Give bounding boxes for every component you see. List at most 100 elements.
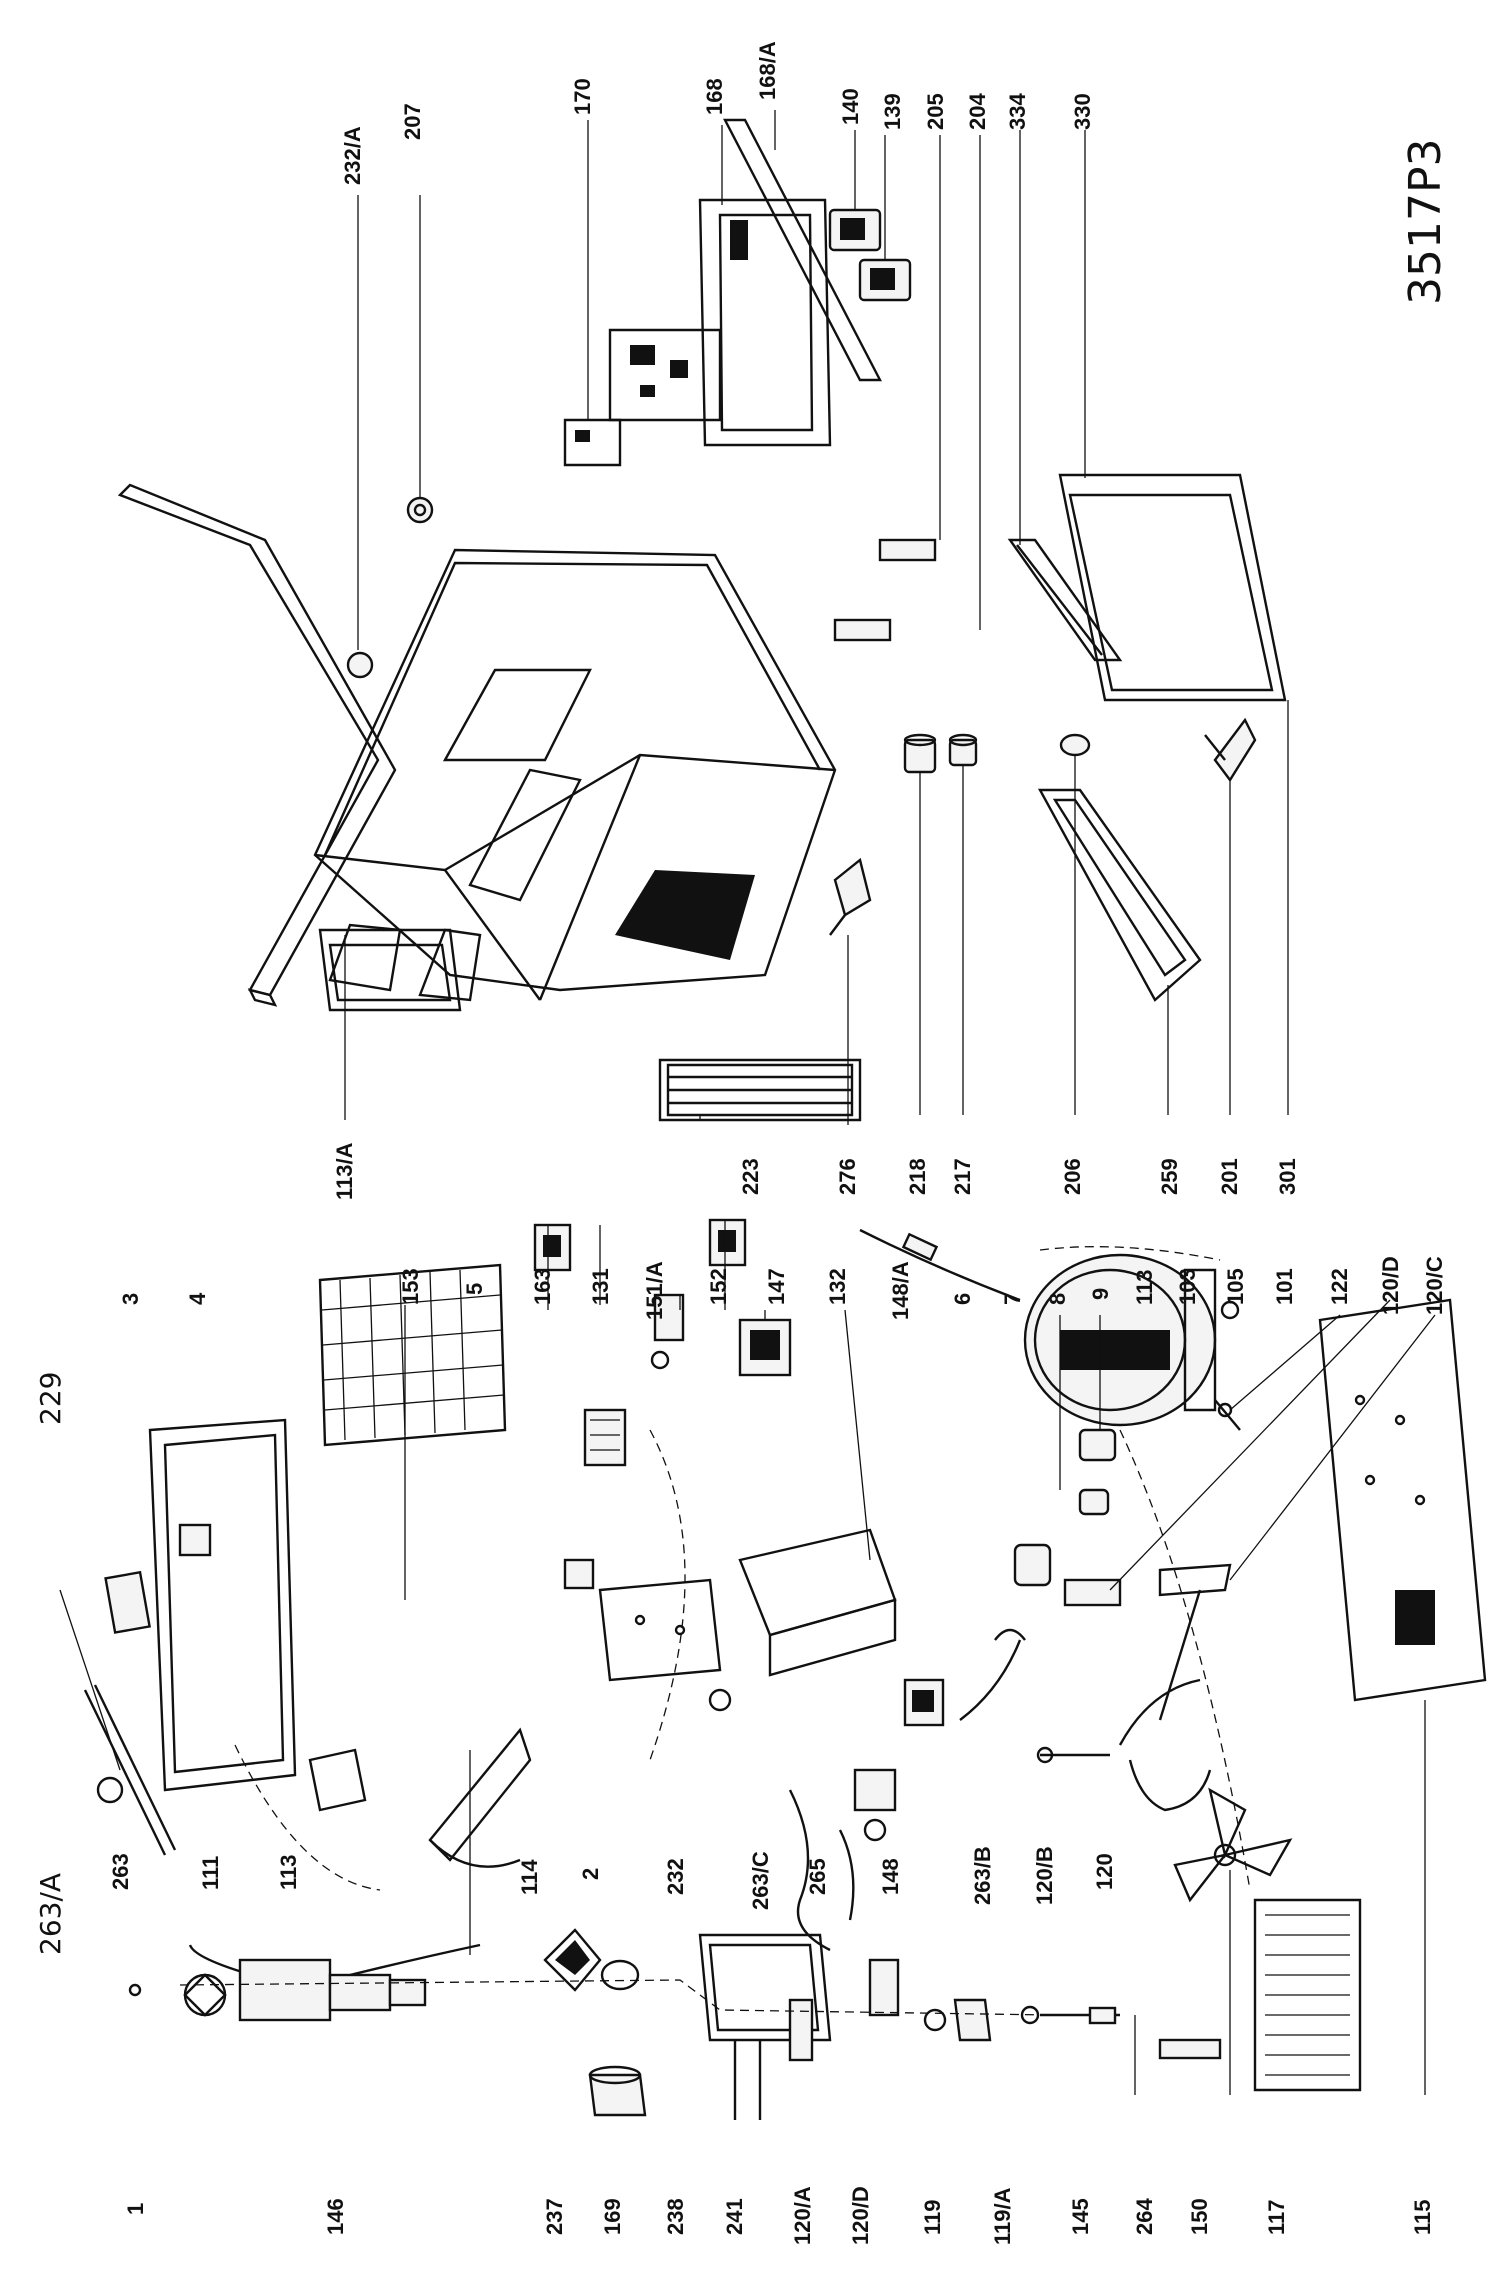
plug-206 bbox=[1059, 733, 1091, 757]
label-263A: 263/A bbox=[34, 1873, 67, 1955]
label-120D-b: 120/D bbox=[1378, 1256, 1403, 1315]
cabinet-group bbox=[117, 483, 837, 1012]
label-103: 103 bbox=[1175, 1268, 1200, 1305]
label-169: 169 bbox=[600, 2198, 625, 2235]
drawing-code: 3517P3 bbox=[1400, 138, 1451, 305]
hose-263B bbox=[959, 1639, 1022, 1721]
assembly-line-5 bbox=[1039, 1246, 1221, 1261]
protector-105 bbox=[1078, 1488, 1110, 1516]
clip-8 bbox=[1013, 1543, 1052, 1587]
assembly-line-4 bbox=[1119, 1429, 1251, 1891]
assembly-line-1 bbox=[179, 1979, 1051, 2016]
base-plate-115 bbox=[1318, 1298, 1487, 1702]
label-105: 105 bbox=[1223, 1268, 1248, 1305]
label-132: 132 bbox=[825, 1268, 850, 1305]
front-door-113A bbox=[318, 928, 462, 1012]
label-7: 7 bbox=[1000, 1293, 1025, 1305]
label-120D-a: 120/D bbox=[848, 2186, 873, 2245]
part-204 bbox=[833, 618, 892, 642]
label-101: 101 bbox=[1272, 1268, 1297, 1305]
label-3: 3 bbox=[118, 1293, 143, 1305]
label-119: 119 bbox=[920, 2200, 945, 2236]
label-264: 264 bbox=[1132, 2198, 1157, 2235]
label-237: 237 bbox=[542, 2198, 567, 2235]
valve-119 bbox=[923, 1998, 992, 2042]
hinge-201 bbox=[1204, 717, 1257, 783]
louvre-grille-223 bbox=[658, 1058, 862, 1122]
part-2 bbox=[563, 1558, 595, 1590]
valve-122 bbox=[1214, 1399, 1241, 1431]
pump-assembly bbox=[128, 1958, 427, 2022]
label-147: 147 bbox=[764, 1268, 789, 1305]
label-201: 201 bbox=[1217, 1158, 1242, 1195]
label-232A: 232/A bbox=[340, 126, 365, 185]
label-168A: 168/A bbox=[755, 41, 780, 100]
label-334: 334 bbox=[1005, 93, 1030, 130]
clip-151A bbox=[650, 1350, 670, 1370]
relay-103 bbox=[1078, 1428, 1117, 1462]
sensor-264 bbox=[1158, 2038, 1222, 2060]
eye-bolt bbox=[708, 1688, 732, 1712]
foot-217 bbox=[948, 733, 978, 767]
label-131: 131 bbox=[588, 1268, 613, 1305]
leader-lines bbox=[59, 110, 1436, 2120]
condenser-117 bbox=[1253, 1898, 1362, 2092]
label-232: 232 bbox=[663, 1858, 688, 1895]
label-117: 117 bbox=[1264, 2200, 1289, 2236]
label-330: 330 bbox=[1070, 93, 1095, 130]
label-170: 170 bbox=[570, 78, 595, 115]
label-301: 301 bbox=[1275, 1158, 1300, 1195]
label-120A: 120/A bbox=[790, 2186, 815, 2245]
label-163: 163 bbox=[530, 1268, 555, 1305]
label-206: 206 bbox=[1060, 1158, 1085, 1195]
label-115: 115 bbox=[1410, 2200, 1435, 2236]
label-168: 168 bbox=[702, 78, 727, 115]
fan-150 bbox=[1173, 1787, 1293, 1903]
valve-148A bbox=[903, 1678, 945, 1727]
control-box-6 bbox=[738, 1528, 897, 1677]
tube-263 bbox=[83, 1684, 177, 1856]
bracket-113 bbox=[308, 1748, 367, 1812]
label-148A: 148/A bbox=[888, 1261, 913, 1320]
label-113A: 113/A bbox=[332, 1142, 357, 1200]
top-lid-panel bbox=[117, 483, 397, 997]
label-122: 122 bbox=[1327, 1268, 1352, 1305]
cabinet-vent-grille bbox=[615, 870, 755, 960]
label-119A: 119/A bbox=[990, 2187, 1015, 2245]
grid-153 bbox=[318, 1263, 507, 1447]
spray-plate-237 bbox=[543, 1928, 602, 1992]
assembly-line-2 bbox=[234, 1744, 381, 1891]
label-223: 223 bbox=[738, 1158, 763, 1195]
hose-120 bbox=[1128, 1759, 1212, 1812]
label-140: 140 bbox=[838, 88, 863, 125]
valve-119A bbox=[1020, 2005, 1120, 2025]
label-238: 238 bbox=[663, 2198, 688, 2235]
switch-139 bbox=[858, 258, 912, 302]
label-205: 205 bbox=[923, 93, 948, 130]
pipe-120C bbox=[1158, 1563, 1232, 1721]
thermostat-152 bbox=[653, 1293, 685, 1342]
front-panel-330 bbox=[1058, 473, 1287, 702]
switch-140 bbox=[828, 208, 882, 252]
label-145: 145 bbox=[1068, 2198, 1093, 2235]
label-111: 111 bbox=[198, 1856, 223, 1890]
label-263: 263 bbox=[108, 1853, 133, 1890]
label-139: 139 bbox=[880, 93, 905, 130]
compressor-101 bbox=[1023, 1253, 1240, 1427]
part-3 bbox=[104, 1570, 151, 1634]
label-263C: 263/C bbox=[748, 1851, 773, 1910]
module-147 bbox=[738, 1318, 792, 1377]
knob-232A bbox=[346, 651, 374, 679]
label-259: 259 bbox=[1157, 1158, 1182, 1195]
label-217: 217 bbox=[950, 1158, 975, 1195]
label-204: 204 bbox=[965, 93, 990, 130]
block-5 bbox=[583, 1408, 627, 1467]
switch-131 bbox=[533, 1223, 572, 1272]
pipe-120D bbox=[1063, 1578, 1122, 1607]
pipe-120B bbox=[1036, 1746, 1110, 1764]
cup-169 bbox=[588, 2065, 647, 2117]
drain-pan-259 bbox=[1037, 788, 1202, 1002]
cabinet-box bbox=[313, 548, 837, 992]
label-265: 265 bbox=[805, 1858, 830, 1895]
